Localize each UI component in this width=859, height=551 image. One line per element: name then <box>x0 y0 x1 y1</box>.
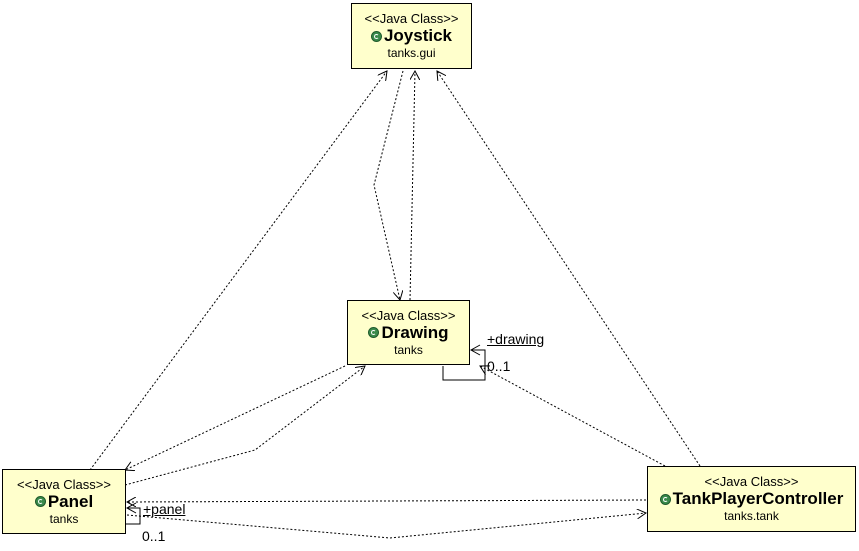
class-drawing[interactable]: <<Java Class>> Drawing tanks <box>347 300 470 365</box>
joystick-name: Joystick <box>383 26 453 45</box>
tpc-stereotype: <<Java Class>> <box>704 474 799 489</box>
tpc-name: TankPlayerController <box>672 489 844 508</box>
class-icon <box>659 493 671 505</box>
class-icon <box>370 30 382 42</box>
dep-tpc-panel <box>127 500 647 502</box>
panel-package: tanks <box>49 511 79 526</box>
dep-drawing-joystick <box>409 71 415 301</box>
joystick-package: tanks.gui <box>387 46 436 60</box>
tpc-package: tanks.tank <box>724 509 779 523</box>
joystick-stereotype: <<Java Class>> <box>364 11 459 26</box>
assoc-drawing-self <box>442 349 486 381</box>
drawing-stereotype: <<Java Class>> <box>361 307 456 323</box>
dep-joystick-drawing <box>373 70 404 300</box>
drawing-name: Drawing <box>381 322 449 342</box>
panel-stereotype: <<Java Class>> <box>17 476 111 492</box>
dep-panel-joystick <box>89 71 387 471</box>
dep-panel-tpc <box>126 513 646 539</box>
class-tank-player-controller[interactable]: <<Java Class>> TankPlayerController tank… <box>647 466 856 532</box>
panel-role-label: +panel <box>143 501 186 517</box>
class-panel[interactable]: <<Java Class>> Panel tanks <box>2 469 126 534</box>
drawing-role-label: +drawing <box>487 331 545 347</box>
dep-panel-drawing <box>124 366 365 486</box>
drawing-multiplicity-label: 0..1 <box>487 358 511 374</box>
class-joystick[interactable]: <<Java Class>> Joystick tanks.gui <box>351 3 472 69</box>
panel-name: Panel <box>47 491 94 511</box>
dep-tpc-drawing <box>480 366 666 467</box>
drawing-package: tanks <box>394 342 423 357</box>
class-icon <box>368 327 380 338</box>
panel-multiplicity-label: 0..1 <box>142 528 166 544</box>
class-icon <box>34 496 46 507</box>
dep-tpc-joystick <box>437 71 701 467</box>
dep-drawing-panel <box>125 365 346 470</box>
